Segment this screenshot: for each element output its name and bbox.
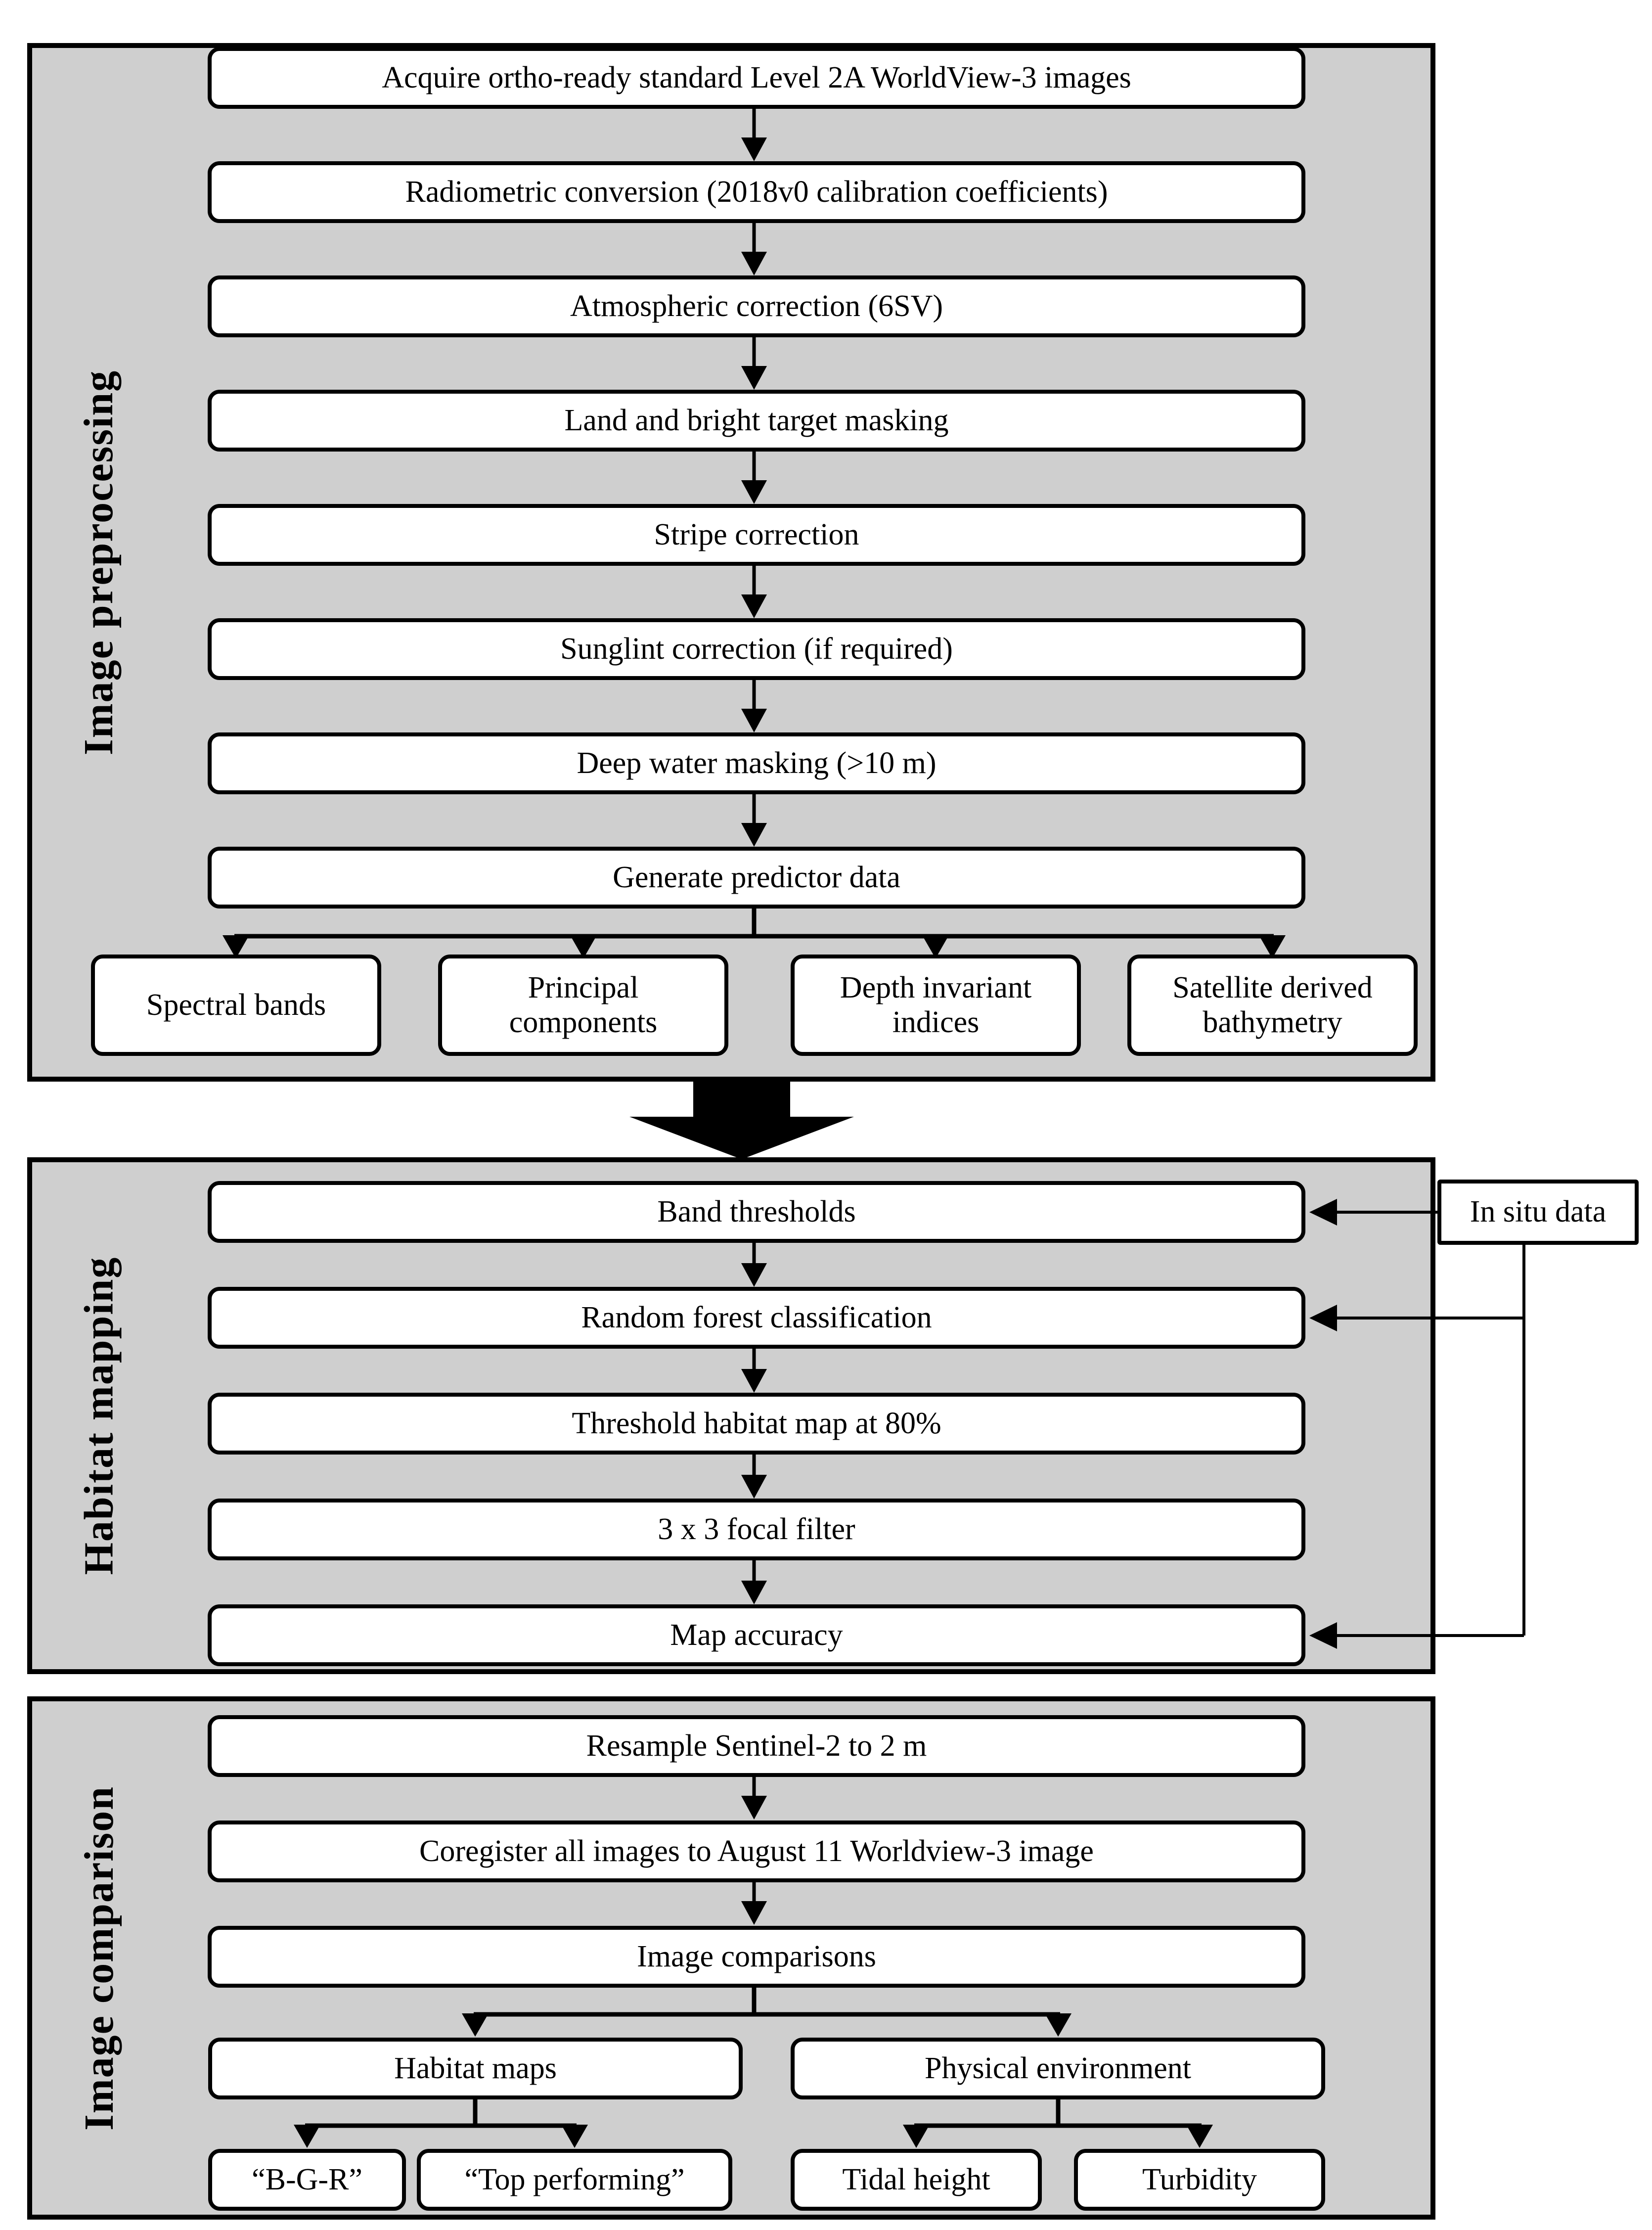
comparison-flow-arrows	[741, 1777, 767, 1925]
insitu-data-box: In situ data	[1437, 1180, 1639, 1245]
step-map-accuracy: Map accuracy	[208, 1604, 1305, 1666]
comparison-branch-lines	[294, 1988, 1213, 2148]
step-land-bright-target-masking: Land and bright target masking	[208, 390, 1305, 452]
step-band-thresholds: Band thresholds	[208, 1181, 1305, 1243]
branch-habitat-maps: Habitat maps	[208, 2038, 743, 2099]
step-focal-filter: 3 x 3 focal filter	[208, 1499, 1305, 1560]
step-image-comparisons: Image comparisons	[208, 1926, 1305, 1988]
step-stripe-correction: Stripe correction	[208, 504, 1305, 566]
preprocessing-flow-arrows	[741, 109, 767, 847]
step-atmospheric-correction: Atmospheric correction (6SV)	[208, 275, 1305, 337]
leaf-turbidity: Turbidity	[1074, 2149, 1325, 2211]
step-resample-sentinel2: Resample Sentinel-2 to 2 m	[208, 1715, 1305, 1777]
step-deep-water-masking: Deep water masking (>10 m)	[208, 732, 1305, 794]
output-satellite-derived-bathymetry: Satellite derived bathymetry	[1127, 955, 1418, 1056]
habitat-flow-arrows	[741, 1243, 767, 1604]
section-label-habitat-mapping: Habitat mapping	[76, 1256, 122, 1575]
step-random-forest-classification: Random forest classification	[208, 1287, 1305, 1349]
step-acquire-images: Acquire ortho-ready standard Level 2A Wo…	[208, 47, 1305, 109]
leaf-bgr: “B-G-R”	[208, 2149, 406, 2211]
step-radiometric-conversion: Radiometric conversion (2018v0 calibrati…	[208, 161, 1305, 223]
step-threshold-habitat-map: Threshold habitat map at 80%	[208, 1393, 1305, 1455]
leaf-tidal-height: Tidal height	[791, 2149, 1042, 2211]
step-sunglint-correction: Sunglint correction (if required)	[208, 618, 1305, 680]
branch-physical-environment: Physical environment	[791, 2038, 1325, 2099]
output-spectral-bands: Spectral bands	[91, 955, 381, 1056]
step-generate-predictor-data: Generate predictor data	[208, 847, 1305, 909]
output-depth-invariant-indices: Depth invariant indices	[791, 955, 1081, 1056]
section-label-image-comparison: Image comparison	[76, 1785, 122, 2131]
predictor-distribution-lines	[223, 909, 1286, 958]
big-arrow-preprocessing-to-habitat	[629, 1080, 854, 1159]
output-principal-components: Principal components	[438, 955, 728, 1056]
step-coregister-images: Coregister all images to August 11 World…	[208, 1820, 1305, 1882]
insitu-connector-lines	[1309, 1199, 1525, 1649]
leaf-top-performing: “Top performing”	[417, 2149, 732, 2211]
section-label-image-preprocessing: Image preprocessing	[76, 369, 122, 755]
